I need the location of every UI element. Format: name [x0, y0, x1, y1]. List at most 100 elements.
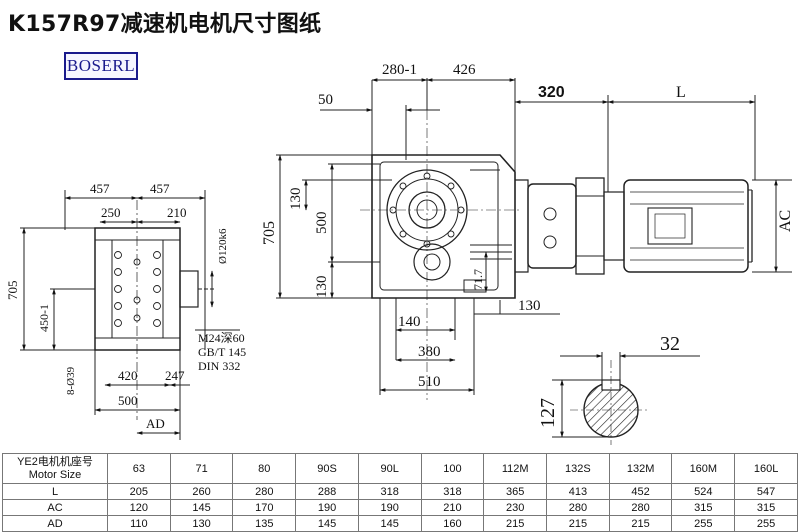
table-row: AD 110 130 135 145 145 160 215 215 215 2… — [2, 515, 798, 532]
table-cell: 288 — [295, 483, 359, 500]
dim-section-width: 32 — [660, 333, 680, 355]
dim-left-450: 450-1 — [37, 304, 51, 332]
table-col-header: 90L — [357, 453, 422, 484]
thread-note-line2: GB/T 145 — [198, 345, 246, 359]
output-shaft-stub — [179, 270, 199, 308]
table-row-label: L — [2, 483, 108, 500]
dim-main-ac: AC — [777, 210, 794, 232]
gearbox-end-housing — [94, 227, 181, 351]
table-cell: 205 — [107, 483, 171, 500]
dim-main-130b: 130 — [314, 276, 330, 299]
motor-body — [623, 179, 749, 273]
table-cell: 190 — [357, 499, 422, 516]
dim-left-210: 210 — [167, 205, 187, 220]
table-cell: 215 — [483, 515, 548, 532]
table-cell: 190 — [295, 499, 359, 516]
dim-section-height: 127 — [537, 398, 559, 428]
dim-left-705: 705 — [5, 281, 20, 301]
brand-logo: BOSERL — [64, 52, 138, 80]
table-cell: 524 — [671, 483, 736, 500]
table-row: AC 120 145 170 190 190 210 230 280 280 3… — [2, 499, 798, 516]
dim-main-705: 705 — [261, 221, 278, 245]
table-cell: 280 — [232, 483, 297, 500]
table-cell: 145 — [357, 515, 422, 532]
dim-left-457b: 457 — [150, 181, 170, 196]
dim-left-ad: AD — [146, 416, 165, 431]
table-cell: 255 — [734, 515, 798, 532]
terminal-box — [647, 207, 693, 245]
left-view — [20, 190, 240, 440]
table-cell: 135 — [232, 515, 297, 532]
table-cell: 315 — [671, 499, 736, 516]
dim-left-457a: 457 — [90, 181, 110, 196]
table-col-header: 160M — [671, 453, 736, 484]
table-cell: 170 — [232, 499, 297, 516]
table-cell: 215 — [546, 515, 610, 532]
table-col-header: 90S — [295, 453, 359, 484]
motor-flange — [603, 191, 625, 261]
table-cell: 145 — [295, 515, 359, 532]
dim-main-140: 140 — [398, 314, 421, 330]
dim-left-420: 420 — [118, 368, 138, 383]
dim-main-380: 380 — [418, 344, 441, 360]
table-col-header: 71 — [169, 453, 234, 484]
table-cell: 130 — [169, 515, 234, 532]
table-cell: 260 — [169, 483, 234, 500]
table-cell: 255 — [671, 515, 736, 532]
intermediate-reducer — [527, 183, 577, 269]
shaft-section-view — [552, 352, 700, 445]
main-view — [276, 78, 756, 400]
table-row-label: AC — [2, 499, 108, 516]
gearbox-housing — [371, 154, 516, 299]
table-cell: 318 — [357, 483, 422, 500]
dim-main-426: 426 — [453, 62, 476, 78]
dim-left-250: 250 — [101, 205, 121, 220]
table-cell: 160 — [420, 515, 485, 532]
dim-main-500: 500 — [314, 212, 330, 235]
table-cell: 120 — [107, 499, 171, 516]
thread-note-line3: DIN 332 — [198, 359, 240, 373]
shaft-section-labels: 32 127 — [537, 333, 680, 428]
dim-main-130c: 130 — [518, 298, 541, 314]
table-header-row: YE2电机机座号 Motor Size 63 71 80 90S 90L 100… — [2, 453, 798, 484]
dim-main-l: L — [676, 84, 686, 101]
table-col-header: 100 — [420, 453, 485, 484]
table-header-label: YE2电机机座号 Motor Size — [2, 453, 108, 484]
table-cell: 365 — [483, 483, 548, 500]
table-cell: 230 — [483, 499, 548, 516]
dim-left-500: 500 — [118, 393, 138, 408]
table-cell: 280 — [546, 499, 610, 516]
table-col-header: 63 — [107, 453, 171, 484]
table-cell: 547 — [734, 483, 798, 500]
table-row-label: AD — [2, 515, 108, 532]
table-cell: 110 — [107, 515, 171, 532]
motor-size-table: YE2电机机座号 Motor Size 63 71 80 90S 90L 100… — [2, 453, 798, 532]
shaft-diameter-label: Ø120k6 — [217, 228, 229, 264]
thread-note-line1: M24深60 — [198, 331, 245, 345]
dim-main-130a: 130 — [288, 188, 304, 211]
bolt-holes — [114, 251, 161, 327]
table-row: L 205 260 280 288 318 318 365 413 452 52… — [2, 483, 798, 500]
table-cell: 215 — [608, 515, 673, 532]
table-col-header: 80 — [232, 453, 297, 484]
table-cell: 315 — [734, 499, 798, 516]
dim-main-510: 510 — [418, 374, 441, 390]
left-view-labels: 457 457 250 210 705 450-1 Ø120k6 8-Ø39 4… — [5, 181, 246, 431]
hole-label: 8-Ø39 — [65, 366, 77, 395]
dim-main-50: 50 — [318, 92, 333, 108]
dim-main-280: 280-1 — [382, 62, 417, 78]
table-cell: 145 — [169, 499, 234, 516]
table-col-header: 132S — [546, 453, 610, 484]
main-view-labels: 50 280-1 426 320 L 705 130 500 130 140 3… — [261, 62, 794, 390]
table-col-header: 112M — [483, 453, 548, 484]
ac-dimension — [752, 179, 792, 273]
technical-drawing: 457 457 250 210 705 450-1 Ø120k6 8-Ø39 4… — [5, 62, 794, 445]
dim-left-247: 247 — [165, 368, 185, 383]
table-cell: 210 — [420, 499, 485, 516]
table-cell: 318 — [420, 483, 485, 500]
page-title: K157R97减速机电机尺寸图纸 — [8, 12, 322, 37]
lower-bearing — [413, 243, 451, 281]
motor-fins — [630, 191, 744, 261]
dim-main-320: 320 — [538, 84, 565, 101]
table-cell: 280 — [608, 499, 673, 516]
